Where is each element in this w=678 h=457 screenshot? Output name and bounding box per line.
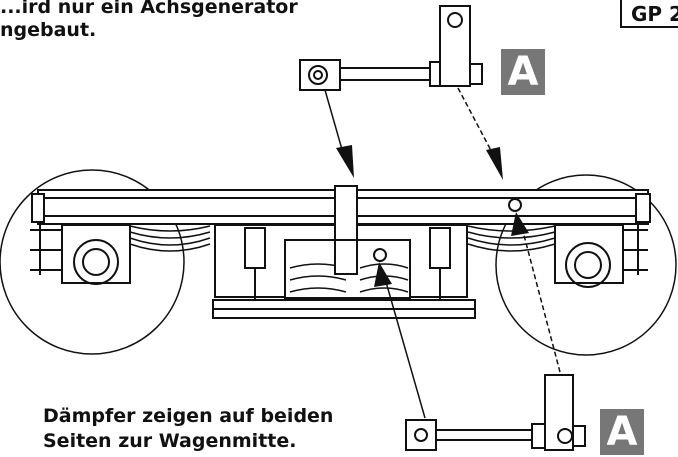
mounting-hole (508, 198, 522, 212)
top-note-line-2: ngebaut. (0, 19, 97, 41)
left-leaf-spring (129, 225, 211, 252)
label-a-bottom: A (600, 409, 644, 455)
bottom-tie-bar (212, 299, 476, 319)
right-leaf-spring (467, 225, 556, 252)
left-wheel (0, 169, 185, 355)
arrow-to-center (324, 89, 354, 178)
right-axle-box (554, 224, 648, 288)
arrow-from-bottom-right (511, 212, 561, 373)
label-a-top: A (501, 49, 545, 95)
detail-a-bottom (405, 374, 586, 451)
right-damper (429, 227, 451, 300)
arrow-to-beam-hole (457, 87, 503, 180)
detail-a-top (299, 5, 483, 91)
top-note: ...ird nur ein Achsgenerator ngebaut. (0, 0, 298, 42)
section-code-box: GP 2 (620, 0, 678, 28)
bottom-note: Dämpfer zeigen auf beiden Seiten zur Wag… (43, 404, 333, 454)
bottom-note-line-1: Dämpfer zeigen auf beiden (43, 405, 334, 427)
right-wheel (495, 174, 677, 356)
left-damper (244, 227, 266, 300)
top-note-line-1: ...ird nur ein Achsgenerator (0, 0, 298, 18)
bottom-note-line-2: Seiten zur Wagenmitte. (43, 430, 297, 452)
left-axle-box (30, 224, 131, 285)
arrow-from-bottom-left (374, 262, 426, 419)
